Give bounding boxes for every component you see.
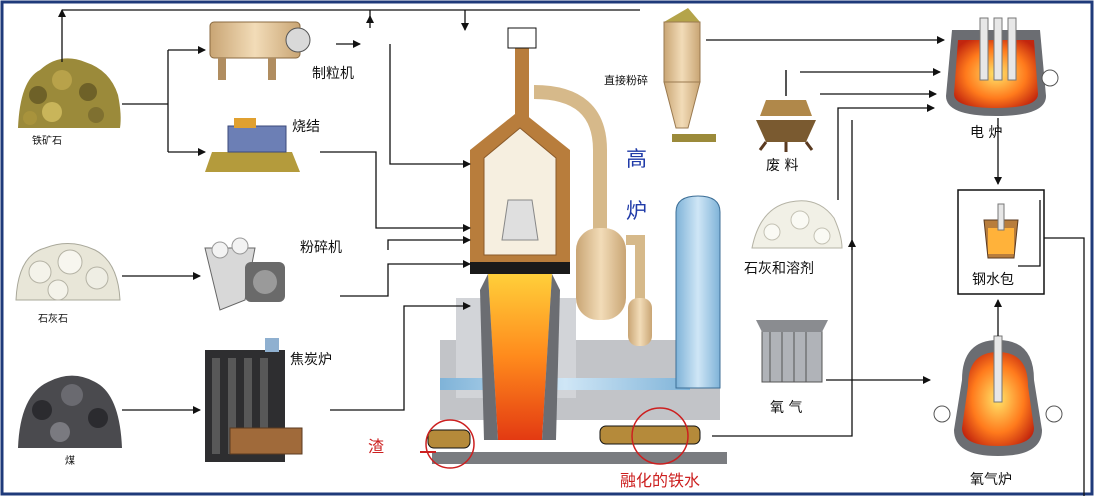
flow-lines: [58, 9, 1085, 496]
blast-furnace-label-1: 高: [626, 147, 647, 171]
scrap-icon: [756, 70, 816, 152]
blast-furnace-icon: [425, 27, 727, 469]
iron-ore-label: 铁矿石: [32, 134, 62, 147]
sinter-label: 烧结: [292, 119, 320, 135]
oxygen-label: 氧 气: [770, 400, 802, 416]
crusher-label: 粉碎机: [300, 240, 342, 256]
direct-crush-label: 直接粉碎: [604, 73, 648, 87]
ladle-icon: [957, 189, 1045, 295]
molten-iron-label: 融化的铁水: [620, 471, 700, 490]
coke-oven-icon: [205, 338, 303, 462]
oxygen-icon: [756, 320, 828, 383]
lime-flux-label: 石灰和溶剂: [744, 261, 814, 277]
coal-label: 煤: [65, 454, 75, 467]
sinter-icon: [205, 118, 300, 172]
pelletizer-icon: [209, 21, 311, 80]
iron-ore-icon: [18, 58, 121, 128]
limestone-icon: [15, 243, 121, 301]
oxygen-furnace-icon: [933, 335, 1063, 456]
oxygen-furnace-label: 氧气炉: [970, 472, 1012, 488]
scrap-label: 废 料: [766, 158, 798, 174]
electric-furnace-icon: [946, 17, 1059, 116]
coal-icon: [18, 375, 122, 448]
pelletizer-label: 制粒机: [312, 66, 354, 82]
lime-flux-icon: [751, 200, 843, 249]
crusher-icon: [204, 237, 285, 311]
direct-crush-icon: [663, 8, 716, 142]
limestone-label: 石灰石: [38, 312, 68, 325]
ladle-label: 钢水包: [972, 272, 1014, 288]
coke-oven-label: 焦炭炉: [290, 352, 332, 368]
slag-label: 渣: [368, 437, 384, 456]
blast-furnace-label-2: 炉: [626, 199, 647, 223]
electric-furnace-label: 电 炉: [970, 125, 1002, 141]
